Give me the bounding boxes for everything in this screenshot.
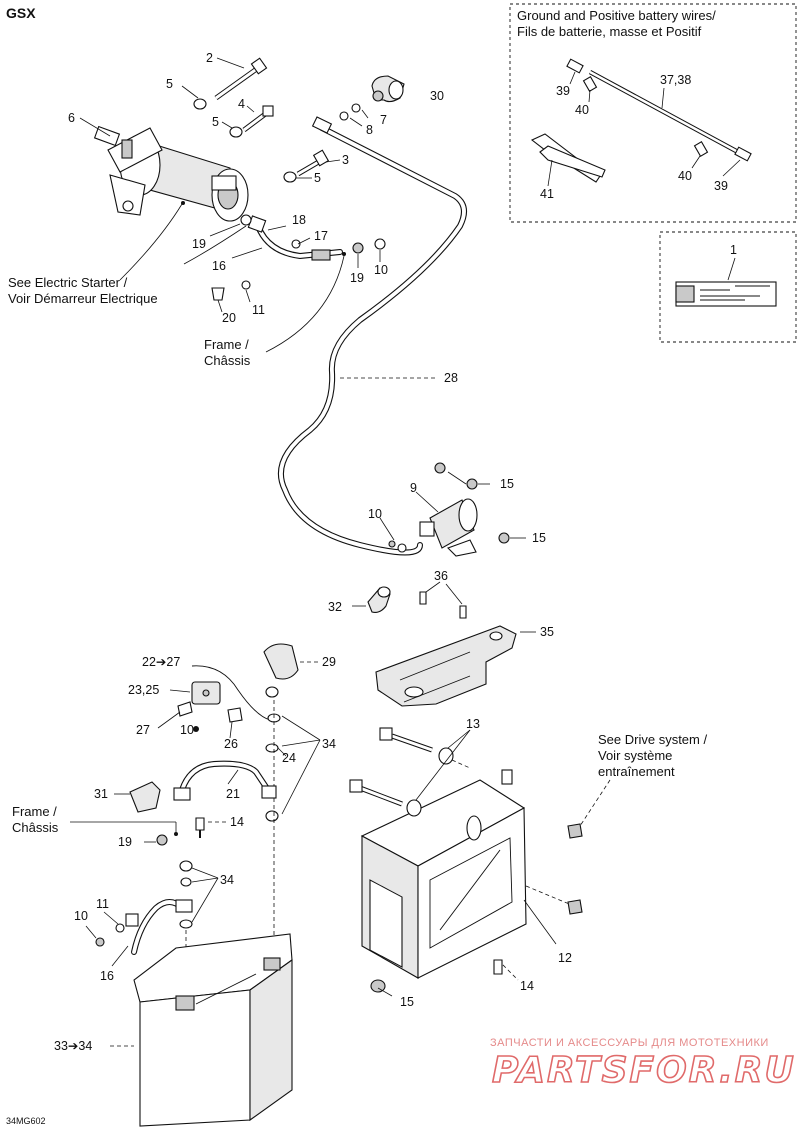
callout-6: 6 xyxy=(68,111,75,125)
callout-10: 10 xyxy=(74,909,88,923)
callout-8: 8 xyxy=(366,123,373,137)
watermark-line1: ЗАПЧАСТИ И АКСЕССУАРЫ ДЛЯ МОТОТЕХНИКИ xyxy=(490,1037,769,1049)
callout-31: 31 xyxy=(94,787,108,801)
callout-39: 39 xyxy=(714,179,728,193)
callout-22-27: 22➔27 xyxy=(142,655,180,669)
ref-frame-lower-line1: Frame / xyxy=(12,804,57,819)
callout-18: 18 xyxy=(292,213,306,227)
callout-20: 20 xyxy=(222,311,236,325)
ref-drive-system-line3: entraînement xyxy=(598,764,675,779)
callout-10: 10 xyxy=(374,263,388,277)
inset-title-line2: Fils de batterie, masse et Positif xyxy=(517,24,702,39)
callout-39: 39 xyxy=(556,84,570,98)
callout-14: 14 xyxy=(520,979,534,993)
watermark: ЗАПЧАСТИ И АКСЕССУАРЫ ДЛЯ МОТОТЕХНИКИ PA… xyxy=(490,1037,796,1092)
callout-15: 15 xyxy=(532,531,546,545)
electric-starter xyxy=(93,125,249,222)
callout-24: 24 xyxy=(282,751,296,765)
callout-13: 13 xyxy=(466,717,480,731)
ref-frame-upper-line1: Frame / xyxy=(204,337,249,352)
callout-2: 2 xyxy=(206,51,213,65)
callout-17: 17 xyxy=(314,229,328,243)
callout-33-34: 33➔34 xyxy=(54,1039,92,1053)
lower-left-fasteners xyxy=(144,817,226,846)
callout-5: 5 xyxy=(166,77,173,91)
callout-41: 41 xyxy=(540,187,554,201)
callout-3: 3 xyxy=(342,153,349,167)
callout-14: 14 xyxy=(230,815,244,829)
callout-30: 30 xyxy=(430,89,444,103)
cable-21 xyxy=(173,760,277,801)
watermark-logo: PARTSFOR.RU xyxy=(492,1050,796,1091)
callout-11: 11 xyxy=(96,897,109,911)
callout-19: 19 xyxy=(118,835,132,849)
callout-19: 19 xyxy=(350,271,364,285)
callout-26: 26 xyxy=(224,737,238,751)
callout-34: 34 xyxy=(220,873,234,887)
starter-cable-16 xyxy=(183,214,386,313)
callout-28: 28 xyxy=(444,371,458,385)
ref-frame-upper-line2: Châssis xyxy=(204,353,251,368)
callout-40: 40 xyxy=(678,169,692,183)
ref-frame-lower-line2: Châssis xyxy=(12,820,59,835)
callout-19: 19 xyxy=(192,237,206,251)
callout-29: 29 xyxy=(322,655,336,669)
ref-electric-starter-line1: See Electric Starter / xyxy=(8,275,128,290)
cable-28 xyxy=(278,116,467,556)
fuse-holder xyxy=(157,665,321,962)
callout-10: 10 xyxy=(368,507,382,521)
battery-support-12 xyxy=(360,769,583,997)
ref-electric-starter-line2: Voir Démarreur Electrique xyxy=(8,291,158,306)
upper-small-parts xyxy=(339,75,405,127)
callout-35: 35 xyxy=(540,625,554,639)
cap-31 xyxy=(114,781,161,813)
callout-15: 15 xyxy=(500,477,514,491)
callout-16: 16 xyxy=(100,969,114,983)
callout-1: 1 xyxy=(730,243,737,257)
callout-23-25: 23,25 xyxy=(128,683,159,697)
callout-10: 10 xyxy=(180,723,194,737)
callout-16: 16 xyxy=(212,259,226,273)
ref-drive-system-line2: Voir système xyxy=(598,748,672,763)
callouts: 2 5 6 4 5 30 7 8 3 5 19 18 17 16 10 19 2… xyxy=(54,51,572,1053)
callout-34: 34 xyxy=(322,737,336,751)
inset-title-line1: Ground and Positive battery wires/ xyxy=(517,8,716,23)
callout-9: 9 xyxy=(410,481,417,495)
callout-37-38: 37,38 xyxy=(660,73,691,87)
inset-battery-wires: Ground and Positive battery wires/ Fils … xyxy=(509,3,797,223)
callout-40: 40 xyxy=(575,103,589,117)
battery-33 xyxy=(110,933,293,1127)
drawing-code: 34MG602 xyxy=(6,1116,46,1126)
callout-7: 7 xyxy=(380,113,387,127)
battery-cable-16 xyxy=(85,860,219,1004)
bolts-13 xyxy=(349,727,471,817)
callout-36: 36 xyxy=(434,569,448,583)
callout-11: 11 xyxy=(252,303,265,317)
connector-32 xyxy=(352,581,467,619)
callout-21: 21 xyxy=(226,787,240,801)
callout-15: 15 xyxy=(400,995,414,1009)
callout-32: 32 xyxy=(328,600,342,614)
model-title: GSX xyxy=(6,5,36,21)
callout-5: 5 xyxy=(314,171,321,185)
bolts-upper xyxy=(79,57,341,183)
solenoid-9 xyxy=(379,462,526,557)
ref-drive-system-line1: See Drive system / xyxy=(598,732,707,747)
callout-12: 12 xyxy=(558,951,572,965)
callout-27: 27 xyxy=(136,723,150,737)
callout-5: 5 xyxy=(212,115,219,129)
callout-4: 4 xyxy=(238,97,245,111)
support-plate-35 xyxy=(375,625,536,707)
inset-part-1: 1 xyxy=(659,231,797,343)
boot-29 xyxy=(263,643,318,680)
